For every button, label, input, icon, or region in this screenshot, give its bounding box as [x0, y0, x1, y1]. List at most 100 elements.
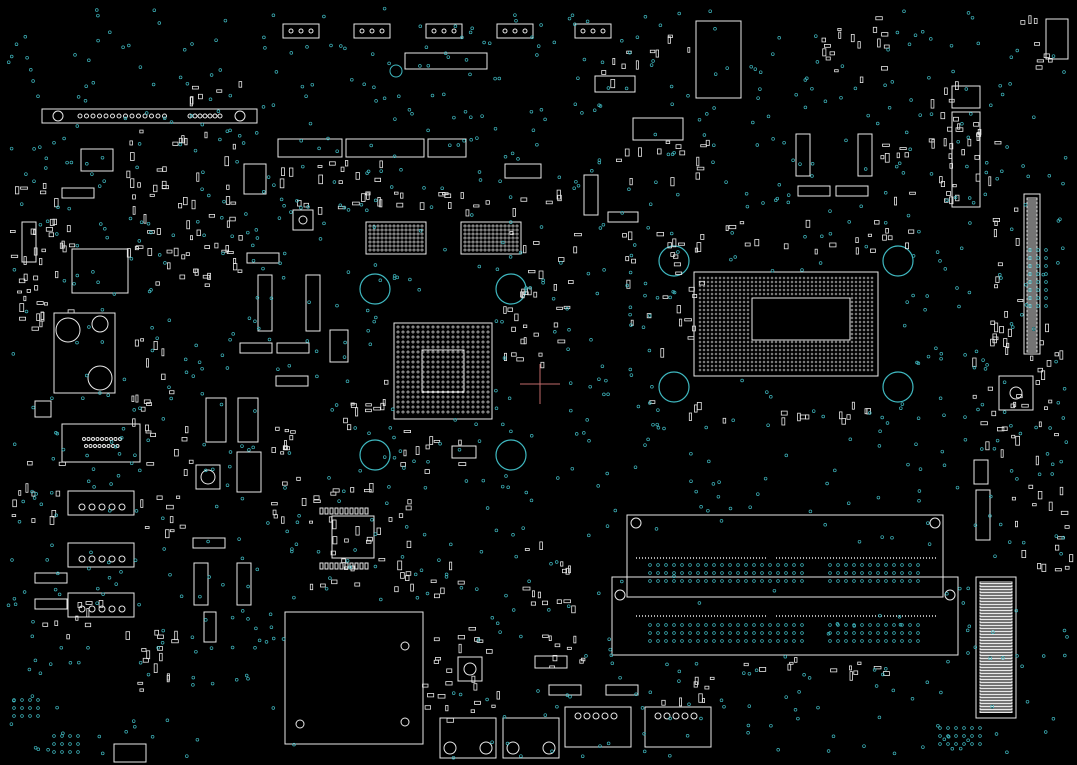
smd-part — [940, 112, 946, 120]
smd-part — [181, 254, 186, 260]
via — [504, 474, 508, 478]
via — [967, 196, 972, 200]
via — [1028, 280, 1032, 284]
bga-ball — [742, 276, 746, 280]
via — [382, 6, 387, 11]
bga-ball — [794, 356, 798, 360]
bga-ball — [481, 390, 485, 394]
smd-part — [405, 505, 412, 511]
smd-part — [1036, 59, 1044, 63]
via — [257, 638, 262, 643]
bga-ball — [854, 352, 858, 356]
bga-ball — [758, 364, 762, 368]
bga-ball — [742, 328, 746, 332]
bga-ball — [754, 340, 758, 344]
header-array — [237, 397, 259, 443]
pad-ring — [106, 444, 111, 448]
via — [897, 161, 902, 166]
bga-ball — [762, 364, 766, 368]
via — [946, 726, 950, 730]
smd-part — [881, 32, 889, 37]
bottom-small — [113, 743, 147, 763]
bga-ball — [515, 244, 519, 248]
bga-ball — [368, 248, 372, 252]
via — [417, 288, 421, 292]
smd-part — [36, 301, 44, 305]
via — [970, 742, 974, 746]
bga-ball — [446, 365, 450, 369]
mounting-hole — [882, 245, 914, 277]
bga-ball — [426, 370, 430, 374]
via — [566, 604, 571, 608]
via — [890, 535, 894, 540]
smd-part — [433, 439, 441, 443]
smd-part — [829, 51, 835, 56]
bga-ball — [456, 375, 460, 379]
bga-ball — [388, 228, 392, 232]
via — [343, 46, 347, 51]
via — [844, 571, 848, 575]
bga-ball — [396, 330, 400, 334]
via — [696, 579, 700, 583]
bga-ball — [842, 360, 846, 364]
via — [418, 229, 423, 233]
bga-ball — [718, 348, 722, 352]
bga-ball — [718, 356, 722, 360]
via — [1024, 282, 1028, 287]
smd-part — [1046, 360, 1052, 367]
smd-part — [560, 561, 564, 567]
via — [1045, 452, 1050, 456]
smd-part — [309, 583, 314, 591]
bga-ball — [406, 390, 410, 394]
smd-part — [271, 447, 276, 453]
smd-part — [1045, 323, 1049, 333]
smd-part — [679, 150, 686, 156]
via — [712, 571, 716, 575]
via — [649, 63, 654, 67]
via — [469, 138, 473, 142]
via — [31, 619, 35, 624]
pad-ring — [288, 28, 294, 34]
via — [551, 296, 556, 301]
bga-ball — [441, 385, 445, 389]
bga-ball — [471, 340, 475, 344]
pad-ring — [308, 28, 314, 34]
bga-ball — [396, 400, 400, 404]
via — [699, 716, 703, 721]
via — [909, 98, 913, 102]
via — [970, 726, 974, 730]
bga-ball — [714, 336, 718, 340]
via — [1036, 304, 1040, 308]
via — [33, 745, 38, 750]
bga-ball — [866, 296, 870, 300]
via — [648, 631, 652, 635]
smd-part — [548, 635, 552, 642]
bga-ball — [746, 336, 750, 340]
smd-part — [330, 491, 337, 496]
via — [747, 704, 752, 708]
bga-ball — [850, 360, 854, 364]
via — [672, 579, 676, 583]
via — [500, 319, 504, 324]
bga-ball — [467, 244, 471, 248]
via — [194, 649, 198, 654]
smd-part — [161, 348, 165, 357]
smd-part — [297, 199, 302, 207]
bga-ball — [698, 332, 702, 336]
via — [784, 563, 788, 567]
bga-ball — [862, 328, 866, 332]
bga-ball — [738, 308, 742, 312]
smd-part — [1004, 310, 1009, 318]
bga-ball — [858, 360, 862, 364]
via — [969, 112, 973, 116]
bga-ball — [426, 400, 430, 404]
via — [898, 623, 903, 627]
via — [748, 505, 752, 509]
bga-ball — [710, 368, 714, 372]
bga-ball — [746, 348, 750, 352]
smd-part — [568, 280, 574, 284]
via — [800, 639, 804, 643]
via — [418, 64, 422, 68]
via — [452, 115, 456, 120]
